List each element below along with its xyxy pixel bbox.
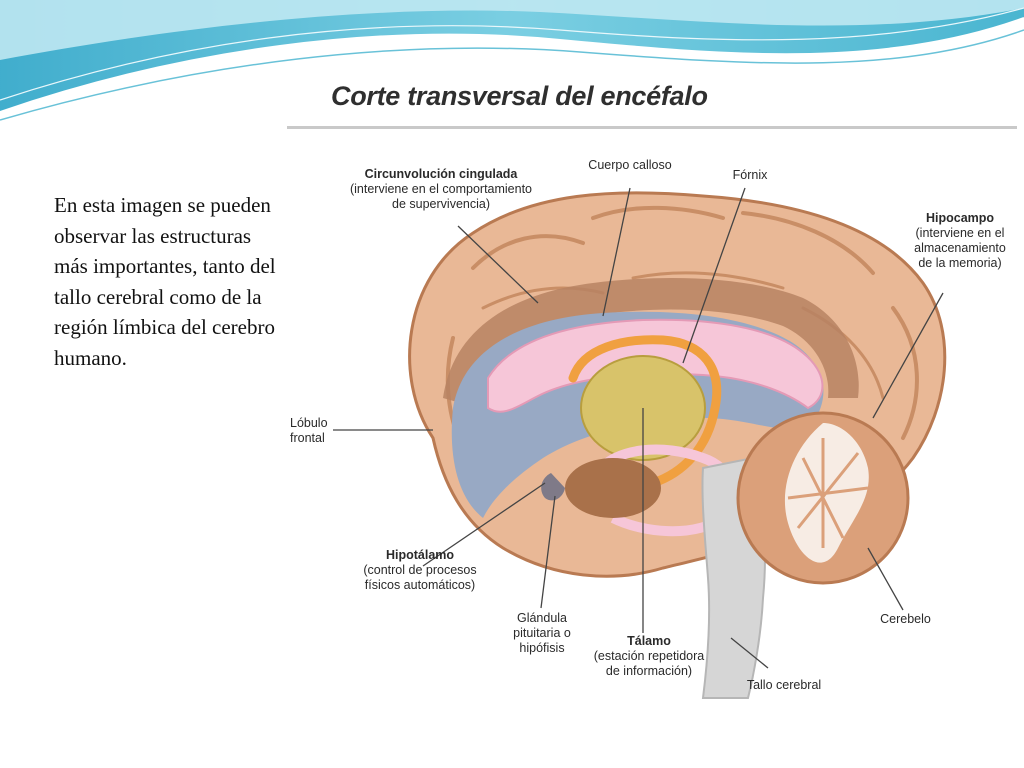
label-desc: (estación repetidora [593,649,705,663]
slide-body-text: En esta imagen se pueden observar las es… [54,193,276,370]
label-desc: (interviene en el comportamiento [349,182,533,196]
label-desc: pituitaria o [513,626,571,640]
brain-illustration [333,187,947,699]
cingulate-gyrus [443,278,859,408]
label-talamo: Tálamo (estación repetidora de informaci… [583,634,715,679]
label-hipotalamo: Hipotálamo (control de procesos físicos … [345,548,495,593]
label-cerebelo: Cerebelo [868,612,943,627]
label-hipocampo: Hipocampo (interviene en el almacenamien… [901,211,1019,271]
figure-title: Corte transversal del encéfalo [331,81,708,111]
label-desc: (interviene en el [915,226,1005,240]
label-lobulo-frontal: Lóbulo frontal [290,416,350,446]
label-title: Tálamo [627,634,671,648]
label-desc: frontal [290,431,325,445]
title-divider [287,126,1017,129]
label-desc: de supervivencia) [392,197,490,211]
label-fornix: Fórnix [715,168,785,183]
pituitary [541,473,565,501]
label-desc: de la memoria) [918,256,1002,270]
label-desc: (control de procesos [363,563,477,577]
label-desc: Glándula [516,611,568,625]
label-desc: Cuerpo calloso [588,158,672,172]
brain-figure: Corte transversal del encéfalo Circunvol… [283,78,1024,700]
label-desc: Fórnix [732,168,768,182]
label-desc: Cerebelo [880,612,931,626]
midbrain [565,458,661,518]
label-desc: Tallo cerebral [746,678,822,692]
label-desc: hipófisis [519,641,565,655]
label-desc: almacenamiento [914,241,1006,255]
label-desc: Lóbulo [290,416,328,430]
label-desc: físicos automáticos) [364,578,476,592]
label-desc: de información) [605,664,693,678]
label-title: Hipotálamo [385,548,455,562]
label-title: Circunvolución cingulada [364,167,518,181]
label-tallo-cerebral: Tallo cerebral [729,678,839,693]
label-cuerpo-calloso: Cuerpo calloso [565,158,695,173]
leader-lines [333,187,944,669]
label-glandula-pituitaria: Glándula pituitaria o hipófisis [497,611,587,656]
label-circunvolucion-cingulada: Circunvolución cingulada (interviene en … [326,167,556,212]
label-title: Hipocampo [925,211,995,225]
header-waves [0,0,1024,121]
